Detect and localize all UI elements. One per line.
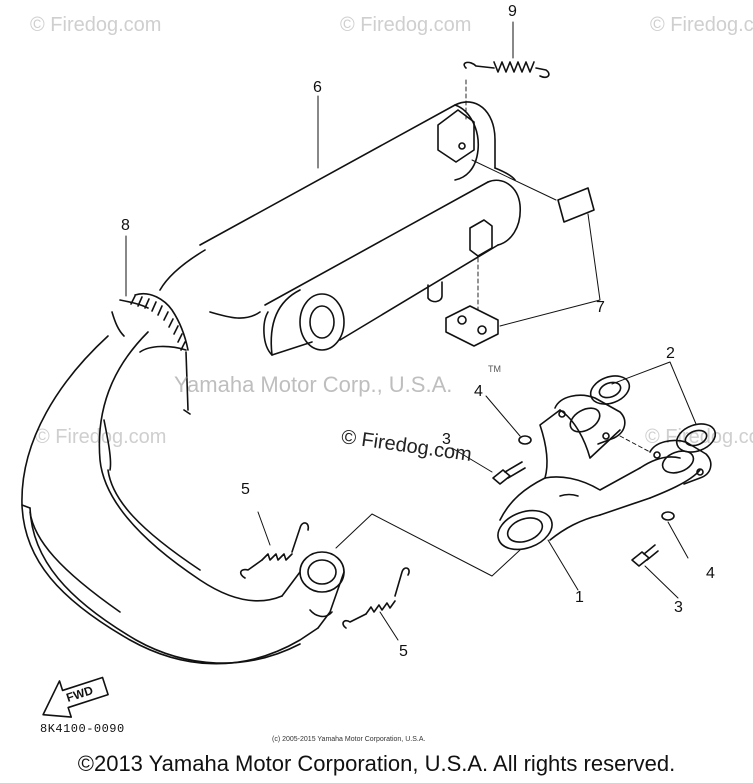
- callout-3: 3: [442, 431, 451, 448]
- part-6-muffler: [159, 101, 521, 356]
- part-2-gasket: [589, 375, 717, 453]
- callout-2: 2: [666, 345, 675, 362]
- part-3-bolt: [492, 461, 659, 567]
- watermark-trademark: TM: [488, 364, 501, 374]
- callout-1: 1: [575, 589, 584, 606]
- part-9-spring: [463, 61, 550, 79]
- callout-7: 7: [596, 299, 605, 316]
- watermark-tile: © Firedog.com: [340, 14, 472, 36]
- part-4-washer: [518, 435, 675, 521]
- callout-8: 8: [121, 217, 130, 234]
- watermark-brand: Yamaha Motor Corp., U.S.A.: [174, 372, 453, 397]
- header-pipe: [21, 331, 319, 665]
- callout-4: 4: [706, 565, 715, 582]
- part-1-joint-pipe: [497, 394, 712, 551]
- alignment-lines: [465, 79, 651, 453]
- small-copyright: (c) 2005-2015 Yamaha Motor Corporation, …: [272, 736, 426, 743]
- footer-copyright: ©2013 Yamaha Motor Corporation, U.S.A. A…: [77, 751, 676, 776]
- callout-3: 3: [674, 599, 683, 616]
- callout-5: 5: [241, 481, 250, 498]
- callout-9: 9: [508, 3, 517, 20]
- diagram-part-code: 8K4100-0090: [40, 722, 125, 736]
- watermark-tile: © Firedog.com: [35, 426, 167, 448]
- part-5-spring-upper: [239, 522, 310, 579]
- callout-5: 5: [399, 643, 408, 660]
- leader-lines: [125, 21, 697, 641]
- part-5-spring-lower: [342, 567, 410, 629]
- watermark-tile: © Firedog.com: [645, 426, 753, 448]
- watermark-tile: © Firedog.com: [30, 14, 162, 36]
- watermark-tile: © Firedog.com: [650, 14, 753, 36]
- inlet-connector: [281, 551, 345, 629]
- callout-6: 6: [313, 79, 322, 96]
- callout-4: 4: [474, 383, 483, 400]
- fwd-arrow: [42, 676, 109, 718]
- part-8-clamp: [111, 292, 261, 415]
- part-7-damper: [445, 187, 595, 347]
